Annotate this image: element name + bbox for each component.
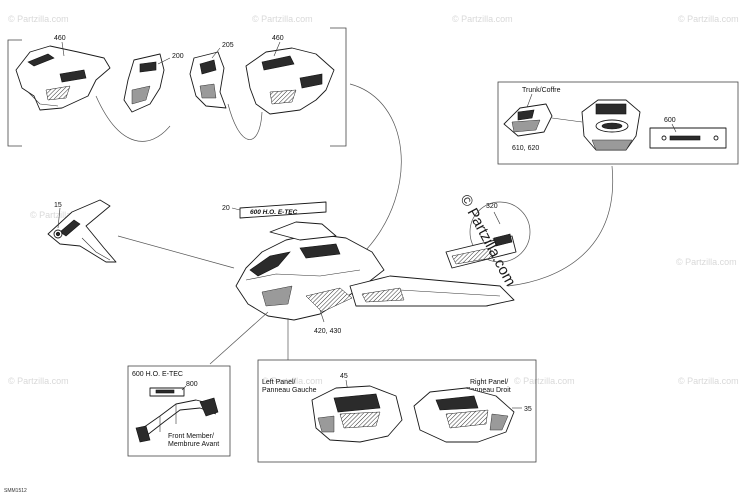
label-front-member-2: Membrure Avant — [168, 441, 219, 448]
label-205: 205 — [222, 42, 234, 49]
label-45: 45 — [340, 373, 348, 380]
label-right-panel-1: Right Panel/ — [470, 379, 508, 386]
label-320: 320 — [486, 203, 498, 210]
watermark: © Partzilla.com — [514, 376, 575, 386]
left-panel-45 — [311, 385, 403, 443]
connector-curve — [349, 83, 402, 251]
watermark: © Partzilla.com — [8, 376, 69, 386]
label-460a: 460 — [54, 35, 66, 42]
tunnel-decal-320 — [445, 201, 531, 269]
side-panel-460-right — [245, 47, 335, 115]
trunk-rear-view — [581, 99, 641, 151]
hood-decal-20: 600 H.O. E-TEC — [239, 201, 327, 219]
watermark: © Partzilla.com — [30, 210, 91, 220]
connector-line — [209, 311, 269, 365]
panels-box — [257, 359, 537, 463]
leader-20 — [231, 207, 241, 211]
side-panel-200 — [123, 53, 165, 113]
connector — [551, 117, 583, 123]
label-800: 800 — [186, 381, 198, 388]
leader-200 — [157, 57, 171, 65]
trunk-side-decal — [503, 103, 553, 137]
panels-group: Left Panel/ Panneau Gauche 45 Right Pane… — [257, 318, 537, 463]
watermark-layer: © Partzilla.com © Partzilla.com © Partzi… — [8, 14, 739, 386]
bracket-left — [7, 39, 22, 147]
trunk-decal-600 — [649, 127, 727, 149]
main-sled-body: 600 H.O. E-TEC 20 — [222, 201, 515, 321]
watermark: © Partzilla.com — [678, 376, 739, 386]
label-200: 200 — [172, 53, 184, 60]
label-left-panel-1: Left Panel/ — [262, 379, 296, 386]
label-front-member-1: Front Member/ — [168, 433, 214, 440]
front-member-box — [127, 365, 231, 457]
label-35: 35 — [524, 406, 532, 413]
diagram-code: SMM1512 — [4, 488, 27, 494]
connector-curve — [227, 103, 263, 140]
leader-800 — [181, 385, 187, 391]
label-right-panel-2: Panneau Droit — [466, 387, 511, 394]
label-610-620: 610, 620 — [512, 145, 539, 152]
watermark: © Partzilla.com — [262, 376, 323, 386]
label-left-panel-2: Panneau Gauche — [262, 387, 317, 394]
side-panels-group: 460 200 205 460 — [7, 27, 347, 147]
leader-15 — [57, 207, 61, 229]
watermark: © Partzilla.com — [678, 14, 739, 24]
label-420-430: 420, 430 — [314, 328, 341, 335]
leader-600 — [671, 123, 677, 133]
bracket-right — [330, 27, 347, 147]
label-15: 15 — [54, 202, 62, 209]
front-member-group: 600 H.O. E-TEC 800 Front Member/ Membrur… — [127, 365, 231, 457]
label-600: 600 — [664, 117, 676, 124]
trunk-box — [497, 81, 739, 165]
leader-460a — [61, 41, 65, 57]
leader-460b — [273, 41, 281, 57]
side-panel-205 — [189, 51, 227, 109]
connector-curve — [95, 95, 171, 142]
label-engine: 600 H.O. E-TEC — [132, 371, 183, 378]
watermark: © Partzilla.com — [676, 257, 737, 267]
leader-320 — [493, 211, 501, 225]
nose-piece-15 — [47, 199, 117, 263]
watermark: © Partzilla.com — [252, 14, 313, 24]
trunk-group: Trunk/Coffre 610, 620 600 — [497, 81, 739, 165]
hood-decal-text: 600 H.O. E-TEC — [250, 209, 298, 216]
connector-curve — [507, 165, 614, 287]
leader-205 — [211, 47, 221, 59]
side-panel-460-left — [15, 45, 111, 111]
connector-line — [117, 235, 235, 269]
front-member-frame — [135, 397, 219, 443]
label-20: 20 — [222, 205, 230, 212]
watermark: © Partzilla.com — [452, 14, 513, 24]
right-panel-35 — [413, 387, 515, 443]
label-trunk: Trunk/Coffre — [522, 87, 561, 94]
watermark: © Partzilla.com — [8, 14, 69, 24]
label-460b: 460 — [272, 35, 284, 42]
leader-420 — [319, 309, 325, 323]
